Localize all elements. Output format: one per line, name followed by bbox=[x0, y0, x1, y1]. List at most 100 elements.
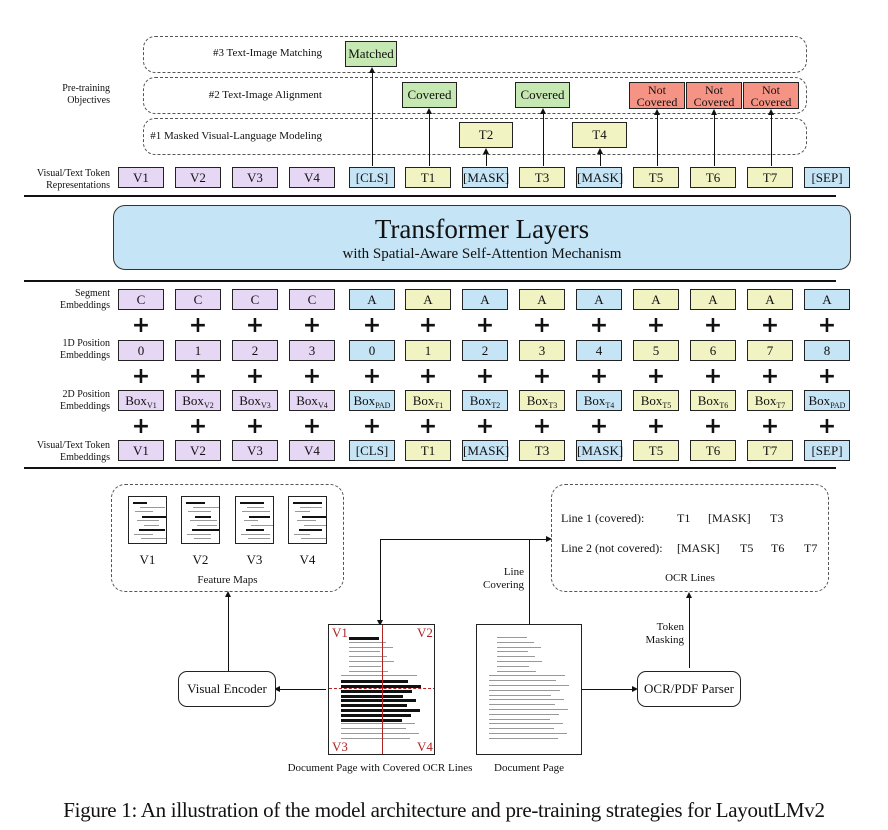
token-embedding-token: V2 bbox=[175, 440, 221, 461]
text-line bbox=[489, 689, 560, 691]
token-embedding-token: [MASK] bbox=[462, 440, 509, 461]
text-line bbox=[341, 680, 408, 684]
plus-icon: + bbox=[589, 414, 609, 439]
arrowhead-icon bbox=[540, 108, 546, 114]
text-line bbox=[240, 502, 264, 504]
plus-icon: + bbox=[131, 313, 151, 338]
pos2d-embedding-token: BoxV3 bbox=[232, 390, 278, 411]
quadrant-label: V1 bbox=[332, 625, 348, 640]
visual-encoder-box: Visual Encoder bbox=[178, 671, 276, 707]
text-line bbox=[489, 723, 563, 725]
arrow-mask-t2 bbox=[486, 154, 487, 166]
plus-icon: + bbox=[703, 414, 723, 439]
text-line bbox=[497, 661, 542, 662]
feature-map-thumbnail bbox=[288, 496, 327, 544]
text-line bbox=[341, 685, 421, 688]
text-line bbox=[341, 723, 415, 725]
text-line bbox=[139, 529, 165, 531]
text-line bbox=[489, 718, 550, 720]
box-base: Box bbox=[697, 393, 720, 408]
plus-icon: + bbox=[589, 313, 609, 338]
plus-icon: + bbox=[418, 414, 438, 439]
pos2d-embedding-token: BoxT5 bbox=[633, 390, 679, 411]
box-base: Box bbox=[754, 393, 777, 408]
plus-icon: + bbox=[475, 313, 495, 338]
segment-embedding-token: A bbox=[462, 289, 508, 310]
plus-icon: + bbox=[646, 364, 666, 389]
plus-icon: + bbox=[760, 414, 780, 439]
text-line bbox=[341, 689, 412, 693]
token-embedding-token: T3 bbox=[519, 440, 565, 461]
box-subscript: T3 bbox=[548, 401, 558, 410]
plus-icon: + bbox=[302, 414, 322, 439]
text-line bbox=[188, 511, 211, 512]
pos1d-embedding-token: 5 bbox=[633, 340, 679, 361]
plus-icon: + bbox=[532, 313, 552, 338]
arrowhead-icon bbox=[546, 536, 552, 542]
text-line bbox=[349, 646, 393, 648]
feature-map-thumbnail bbox=[128, 496, 167, 544]
token-embedding-token: T1 bbox=[405, 440, 451, 461]
box-subscript: T2 bbox=[491, 401, 501, 410]
plus-icon: + bbox=[245, 364, 265, 389]
text-line bbox=[193, 506, 219, 508]
text-line bbox=[341, 718, 402, 722]
arrowhead-icon bbox=[768, 109, 774, 115]
token-embedding-token: T5 bbox=[633, 440, 679, 461]
token-embedding-token: [MASK] bbox=[576, 440, 623, 461]
text-line bbox=[497, 637, 527, 638]
segment-embedding-token: C bbox=[175, 289, 221, 310]
pos1d-embedding-token: 1 bbox=[405, 340, 451, 361]
text-line bbox=[197, 524, 217, 526]
representation-token: T1 bbox=[405, 167, 451, 188]
representation-token: [MASK] bbox=[576, 167, 623, 188]
segment-embedding-token: A bbox=[349, 289, 395, 310]
arrowhead-icon bbox=[632, 686, 638, 692]
feature-maps-caption: Feature Maps bbox=[197, 574, 258, 586]
figure-caption: Figure 1: An illustration of the model a… bbox=[63, 798, 825, 822]
segment-embedding-token: C bbox=[232, 289, 278, 310]
objective-row-3 bbox=[143, 36, 807, 73]
objective-2-label: #2 Text-Image Alignment bbox=[208, 89, 322, 101]
arrow-t3-covered bbox=[543, 114, 544, 166]
quadrant-label: V4 bbox=[417, 739, 433, 754]
text-line bbox=[497, 651, 528, 653]
divider-top bbox=[24, 195, 836, 197]
box-subscript: V4 bbox=[317, 401, 328, 410]
text-line bbox=[341, 737, 410, 739]
plus-icon: + bbox=[817, 414, 837, 439]
plus-icon: + bbox=[362, 364, 382, 389]
feature-map-label: V1 bbox=[139, 552, 156, 567]
plus-icon: + bbox=[760, 313, 780, 338]
plus-icon: + bbox=[760, 364, 780, 389]
feature-map-label: V3 bbox=[246, 552, 263, 567]
text-line bbox=[349, 661, 394, 662]
ocr-line-2-token: [MASK] bbox=[677, 541, 720, 555]
ocr-pdf-parser-box: OCR/PDF Parser bbox=[637, 671, 741, 707]
representation-token: V3 bbox=[232, 167, 278, 188]
feature-map-label: V2 bbox=[192, 552, 209, 567]
box-base: Box bbox=[808, 393, 831, 408]
box-subscript: V2 bbox=[203, 401, 214, 410]
text-line bbox=[489, 733, 567, 734]
pos1d-embedding-token: 2 bbox=[232, 340, 278, 361]
document-page bbox=[476, 624, 582, 755]
arrowhead-icon bbox=[426, 108, 432, 114]
text-line bbox=[489, 680, 556, 682]
text-line bbox=[489, 699, 564, 701]
box-subscript: T5 bbox=[662, 401, 672, 410]
text-line bbox=[489, 694, 551, 696]
box-base: Box bbox=[239, 393, 261, 408]
box-subscript: V3 bbox=[260, 401, 271, 410]
mvlm-output-t4: T4 bbox=[572, 122, 627, 148]
arrow-t1-covered bbox=[429, 114, 430, 166]
text-line bbox=[195, 515, 211, 518]
text-line bbox=[294, 533, 310, 535]
text-line bbox=[190, 520, 217, 521]
objective-3-label: #3 Text-Image Matching bbox=[213, 47, 322, 59]
box-base: Box bbox=[296, 393, 318, 408]
plus-icon: + bbox=[131, 414, 151, 439]
